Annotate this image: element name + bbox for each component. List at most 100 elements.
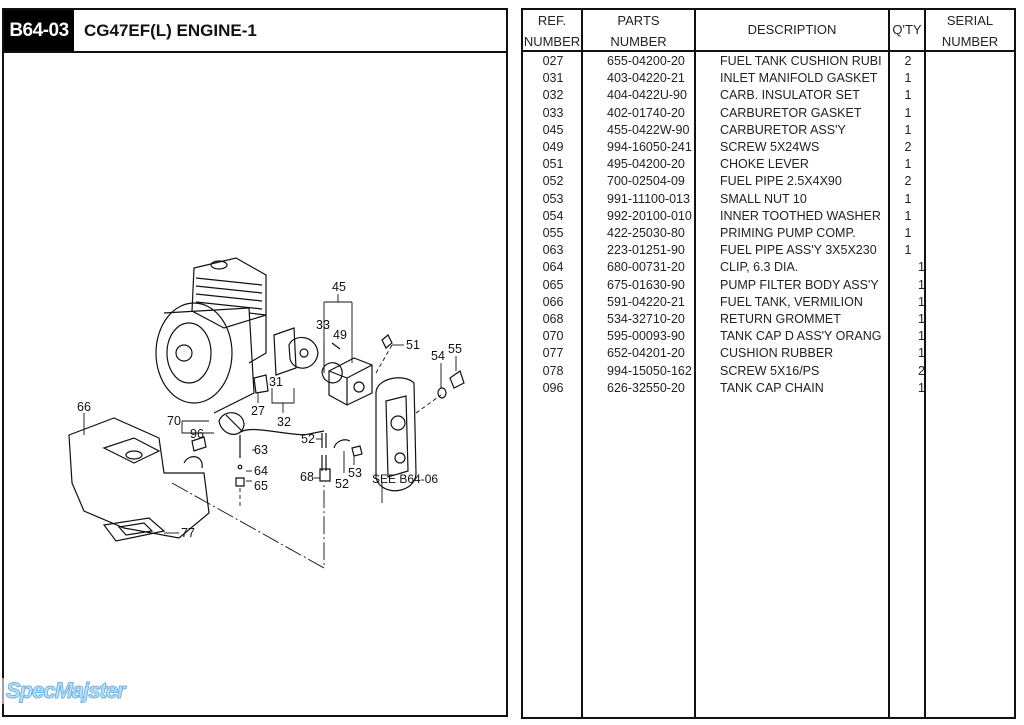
ref-cell: 051 xyxy=(542,157,564,172)
callout-70: 70 xyxy=(167,414,181,428)
ref-cell: 032 xyxy=(542,88,564,103)
description-cell: SMALL NUT 10 xyxy=(720,191,807,206)
qty-cell: 1 xyxy=(904,226,912,240)
part-number-cell: 992-20100-010 xyxy=(607,208,692,223)
qty-cell: 1 xyxy=(918,346,925,361)
section-code: B64-03 xyxy=(4,10,74,51)
header-parts-number: PARTS NUMBER xyxy=(583,10,694,52)
description-cell: CARBURETOR ASS'Y xyxy=(720,122,846,137)
column-divider xyxy=(581,10,583,717)
qty-cell: 1 xyxy=(918,277,925,292)
description-cell: RETURN GROMMET xyxy=(720,312,841,326)
page-title: CG47EF(L) ENGINE-1 xyxy=(84,21,257,40)
callout-64: 64 xyxy=(254,464,268,478)
part-number-cell: 991-11100-013 xyxy=(607,191,690,206)
ref-cell: 033 xyxy=(542,105,564,120)
description-cell: CHOKE LEVER xyxy=(720,157,809,172)
column-divider xyxy=(694,10,696,717)
part-number-cell: 595-00093-90 xyxy=(607,329,685,344)
callout-31: 31 xyxy=(269,375,283,389)
part-number-cell: 455-0422W-90 xyxy=(607,122,690,137)
ref-cell: 027 xyxy=(542,54,564,68)
qty-cell: 1 xyxy=(918,294,925,309)
qty-cell: 1 xyxy=(918,312,925,326)
header-parts-line2: NUMBER xyxy=(610,34,667,49)
part-number-cell: 655-04200-20 xyxy=(607,54,685,68)
qty-cell: 1 xyxy=(918,380,925,395)
description-cell: FUEL PIPE ASS'Y 3X5X230 xyxy=(720,243,877,258)
callout-32: 32 xyxy=(277,415,291,429)
callout-52a: 52 xyxy=(301,432,315,446)
callout-63: 63 xyxy=(254,443,268,457)
ref-cell: 054 xyxy=(542,208,564,223)
qty-cell: 1 xyxy=(904,122,912,137)
description-cell: INNER TOOTHED WASHER xyxy=(720,208,881,223)
callout-labels: 45 33 49 51 54 55 31 27 32 66 70 96 63 6… xyxy=(77,280,462,540)
part-number-cell: 626-32550-20 xyxy=(607,380,685,395)
callout-53: 53 xyxy=(348,466,362,480)
callout-65: 65 xyxy=(254,479,268,493)
qty-cell: 1 xyxy=(918,260,925,275)
exploded-parts-diagram: 45 33 49 51 54 55 31 27 32 66 70 96 63 6… xyxy=(4,53,506,715)
part-number-cell: 495-04200-20 xyxy=(607,157,685,172)
column-divider xyxy=(924,10,926,717)
description-cell: CARB. INSULATOR SET xyxy=(720,88,860,103)
part-number-cell: 591-04220-21 xyxy=(607,294,685,309)
callout-27: 27 xyxy=(251,404,265,418)
qty-cell: 2 xyxy=(904,140,912,154)
description-cell: CARBURETOR GASKET xyxy=(720,105,862,120)
column-divider xyxy=(888,10,890,717)
part-number-cell: 404-0422U-90 xyxy=(607,88,687,103)
callout-33: 33 xyxy=(316,318,330,332)
header-serial-number: SERIAL NUMBER xyxy=(926,10,1014,52)
description-cell: TANK CAP CHAIN xyxy=(720,380,824,395)
description-cell: FUEL TANK, VERMILION xyxy=(720,294,863,309)
qty-cell: 1 xyxy=(918,329,925,344)
part-number-cell: 652-04201-20 xyxy=(607,346,685,361)
description-cell: SCREW 5X16/PS xyxy=(720,363,820,378)
description-cell: PRIMING PUMP COMP. xyxy=(720,226,856,240)
part-number-cell: 534-32710-20 xyxy=(607,312,685,326)
part-number-cell: 402-01740-20 xyxy=(607,105,685,120)
ref-cell: 078 xyxy=(542,363,564,378)
ref-cell: 077 xyxy=(542,346,564,361)
table-row: 027 655-04200-20 FUEL TANK CUSHION RUBI 2 xyxy=(523,53,1014,70)
description-cell: CUSHION RUBBER xyxy=(720,346,834,361)
part-number-cell: 700-02504-09 xyxy=(607,174,685,189)
qty-cell: 1 xyxy=(904,71,912,86)
part-number-cell: 994-16050-241 xyxy=(607,140,692,154)
ref-cell: 064 xyxy=(542,260,564,275)
qty-cell: 2 xyxy=(904,54,912,68)
callout-51: 51 xyxy=(406,338,420,352)
ref-cell: 066 xyxy=(542,294,564,309)
ref-cell: 053 xyxy=(542,191,564,206)
callout-77: 77 xyxy=(181,526,195,540)
part-number-cell: 675-01630-90 xyxy=(607,277,685,292)
ref-cell: 068 xyxy=(542,312,564,326)
qty-cell: 2 xyxy=(904,174,912,189)
description-cell: INLET MANIFOLD GASKET xyxy=(720,71,878,86)
qty-cell: 1 xyxy=(904,88,912,103)
part-number-cell: 680-00731-20 xyxy=(607,260,685,275)
description-cell: CLIP, 6.3 DIA. xyxy=(720,260,799,275)
header-parts-line1: PARTS xyxy=(617,13,660,28)
ref-cell: 065 xyxy=(542,277,564,292)
table-row: 064 680-00731-20 CLIP, 6.3 DIA. 1 xyxy=(523,259,1014,276)
callout-96: 96 xyxy=(190,427,204,441)
watermark-logo: SpecMajster xyxy=(2,678,129,704)
table-row: 032 404-0422U-90 CARB. INSULATOR SET 1 xyxy=(523,87,1014,104)
callout-68: 68 xyxy=(300,470,314,484)
header-qty: Q'TY xyxy=(890,10,924,52)
description-cell: FUEL TANK CUSHION RUBI xyxy=(720,54,882,68)
qty-cell: 1 xyxy=(904,243,912,258)
part-number-cell: 403-04220-21 xyxy=(607,71,685,86)
header-description: DESCRIPTION xyxy=(696,10,888,52)
callout-66: 66 xyxy=(77,400,91,414)
